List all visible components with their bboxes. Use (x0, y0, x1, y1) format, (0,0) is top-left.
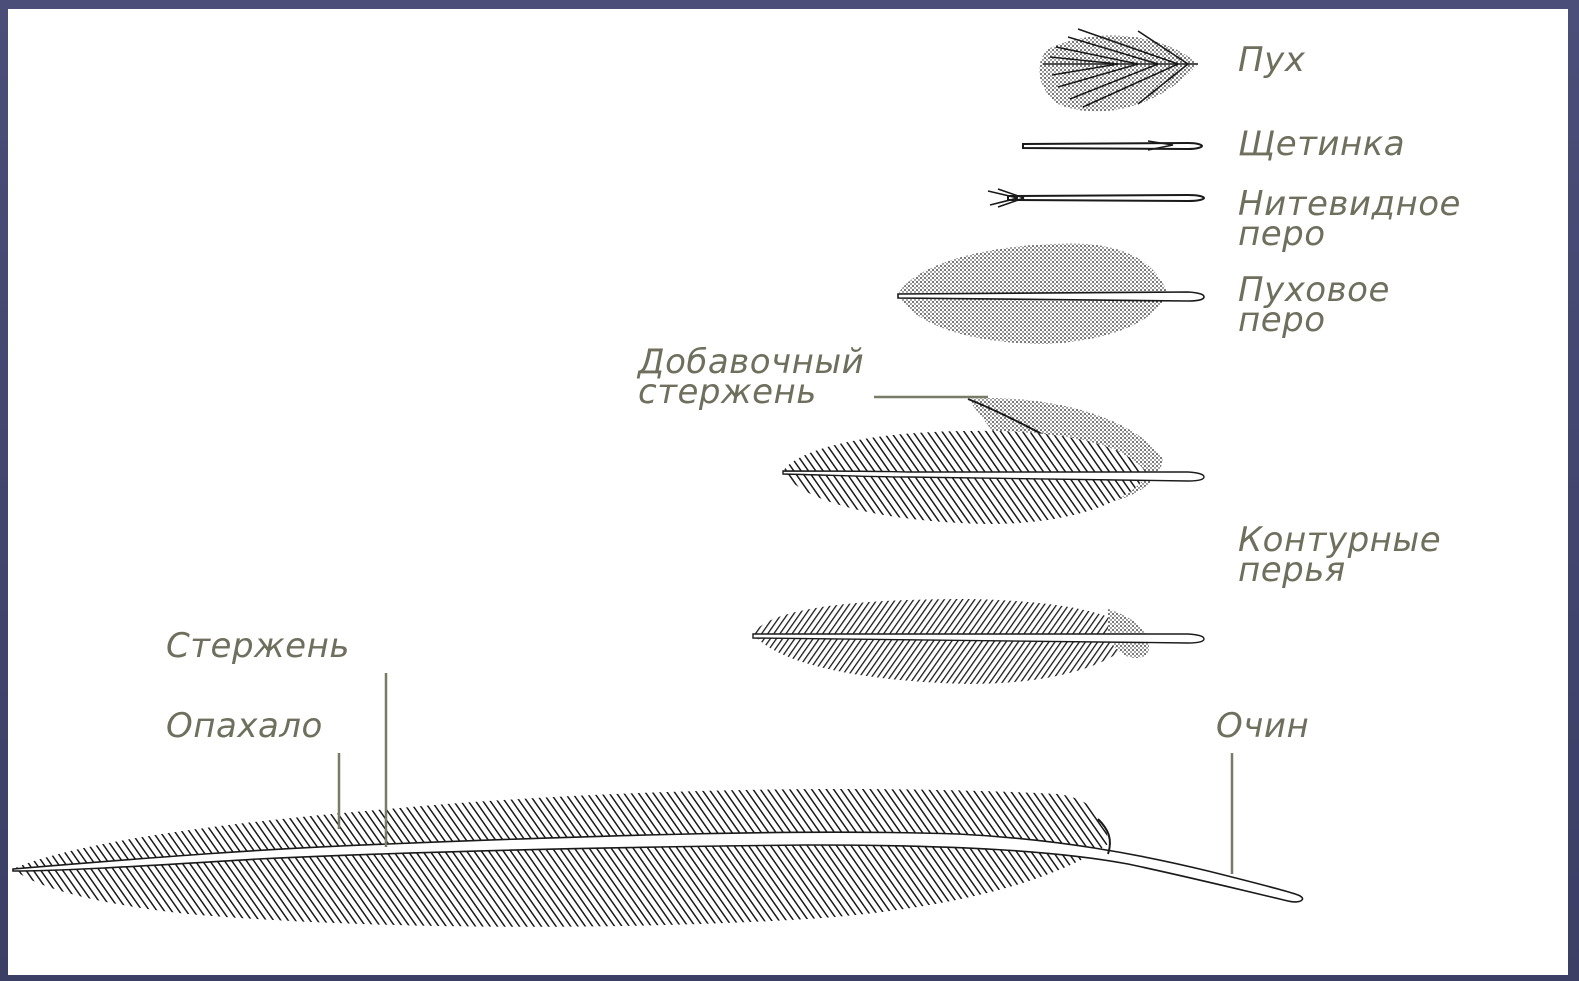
plumule-drawing (898, 244, 1204, 344)
label-shaft: Стержень (166, 631, 350, 661)
label-aftershaft: Добавочный стержень (638, 347, 864, 407)
bristle-drawing (1023, 141, 1202, 150)
feather-diagram-canvas: Пух Щетинка Нитевидное перо Пуховое перо… (8, 9, 1568, 975)
label-contour-feathers: Контурные перья (1238, 525, 1441, 585)
flight-feather-drawing (13, 789, 1303, 927)
contour-feather-with-aftershaft-drawing (783, 398, 1204, 524)
label-calamus: Очин (1216, 711, 1309, 741)
label-plumule: Пуховое перо (1238, 275, 1390, 335)
contour-feather-drawing (753, 599, 1204, 684)
label-filoplume: Нитевидное перо (1238, 189, 1461, 249)
label-down: Пух (1238, 45, 1305, 75)
filoplume-drawing (988, 189, 1204, 207)
label-vane: Опахало (166, 711, 323, 741)
down-feather-drawing (1039, 29, 1198, 111)
label-bristle: Щетинка (1238, 129, 1405, 159)
